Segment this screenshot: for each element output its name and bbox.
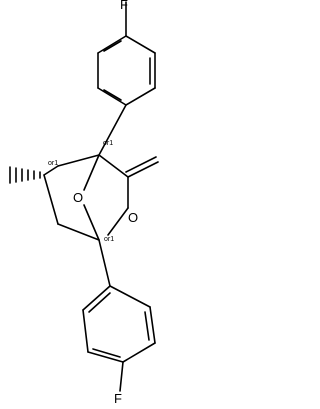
bond	[149, 306, 156, 344]
bond	[144, 311, 150, 341]
bond	[98, 104, 127, 156]
bridge-oxygen-label: O	[73, 190, 83, 205]
bond	[87, 351, 124, 363]
lower-fluorophenyl-ring	[82, 285, 156, 392]
bond	[103, 89, 122, 101]
bond	[82, 309, 89, 353]
bond	[92, 348, 121, 358]
bond	[98, 154, 129, 178]
bond	[97, 87, 127, 106]
bond	[88, 292, 111, 313]
upper-fluorophenyl-ring	[97, 1, 156, 106]
bond	[43, 174, 59, 225]
stereo-tag-methyl-carbon: or1	[48, 160, 58, 167]
bicyclic-core	[43, 154, 159, 241]
ring-oxygen-label: O	[128, 210, 138, 225]
bond	[57, 154, 100, 167]
bond	[103, 40, 122, 52]
structure-svg: F O O or1 or1 or1	[9, 0, 159, 406]
bond	[107, 207, 129, 236]
bond	[83, 204, 100, 241]
structure-canvas: F O O or1 or1 or1	[9, 0, 159, 406]
stereo-tag-lower: or1	[104, 236, 114, 243]
bond	[125, 35, 156, 54]
stereo-tag-upper: or1	[103, 140, 113, 147]
fluorine-top-label: F	[120, 0, 128, 12]
bond	[82, 285, 111, 311]
hashed-methyl-wedge	[9, 166, 41, 184]
bond	[119, 361, 124, 392]
bond	[83, 154, 100, 191]
bond	[43, 165, 59, 176]
bond	[125, 156, 157, 173]
bond	[109, 285, 151, 308]
bond	[127, 161, 159, 178]
fluorine-bottom-label: F	[114, 391, 122, 406]
bond	[97, 35, 127, 54]
bond	[57, 223, 100, 241]
bond	[125, 87, 156, 106]
bond	[98, 239, 111, 287]
bond	[122, 342, 156, 363]
